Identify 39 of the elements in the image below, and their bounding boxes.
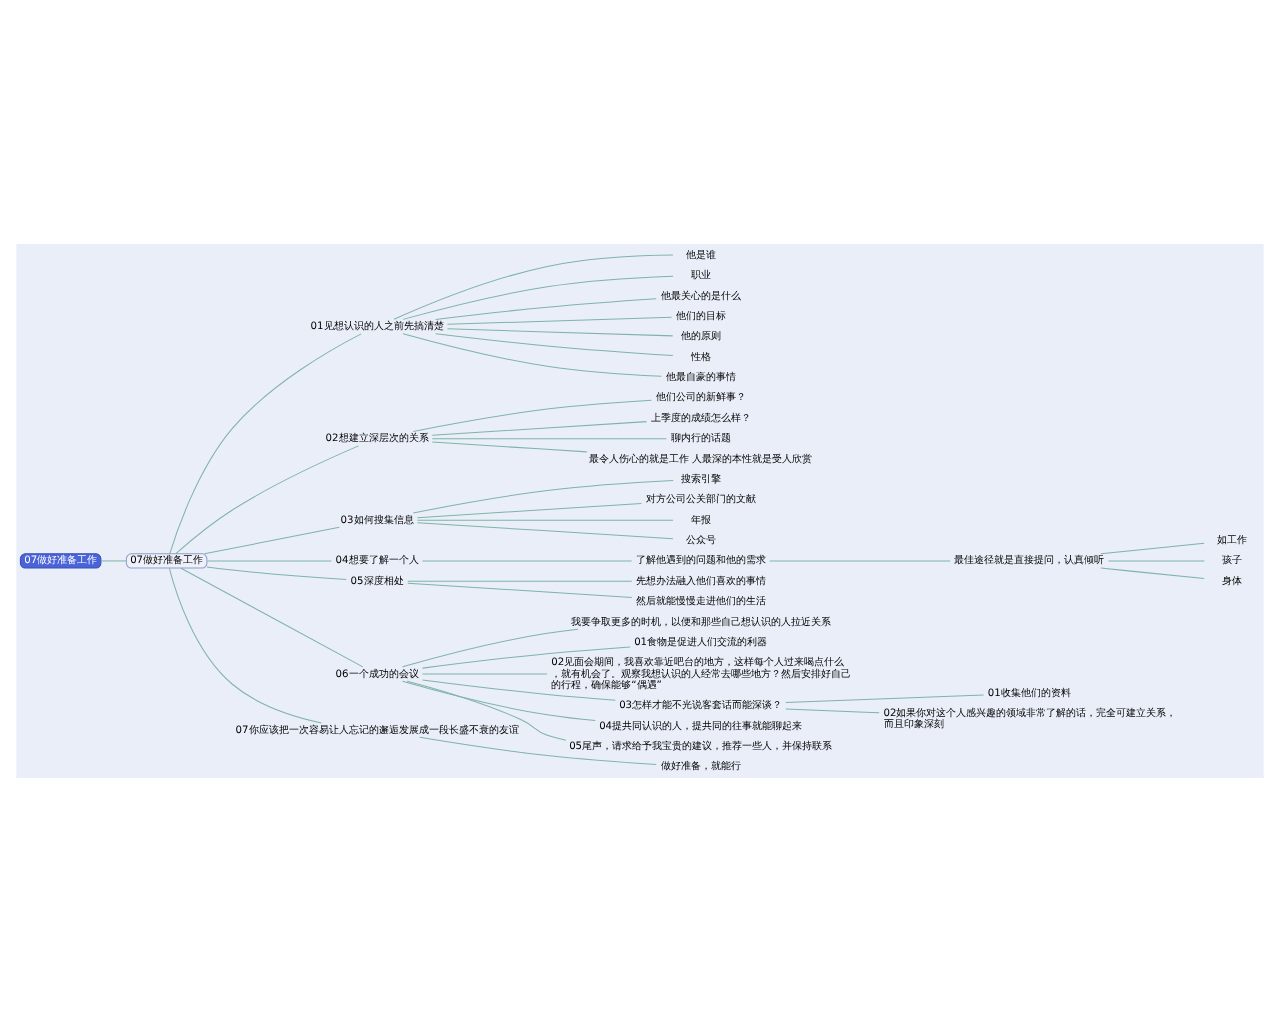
connector: [412, 479, 674, 513]
connector: [169, 332, 362, 554]
connector: [431, 437, 667, 439]
connector: [180, 566, 364, 667]
connector: [402, 627, 579, 667]
connector: [435, 332, 674, 355]
connector: [206, 565, 347, 580]
connector: [422, 678, 616, 700]
connector: [1100, 541, 1205, 554]
connector: [168, 566, 322, 723]
connector: [421, 559, 633, 561]
connector: [175, 444, 360, 554]
connector: [431, 420, 648, 435]
connector: [206, 559, 332, 561]
connector: [785, 707, 880, 713]
connector: [422, 645, 631, 668]
connector: [203, 525, 340, 554]
connector: [100, 559, 127, 561]
connector: [407, 579, 633, 581]
connector: [1108, 559, 1205, 561]
connector: [417, 501, 642, 518]
connector: [419, 735, 657, 764]
connector: [406, 679, 567, 740]
connector: [769, 559, 951, 561]
connector: [412, 398, 652, 431]
connector: [1100, 566, 1205, 579]
connector: [393, 253, 674, 319]
connector: [446, 327, 674, 336]
connector: [407, 581, 633, 597]
connector: [446, 315, 673, 324]
connector: [431, 440, 588, 452]
connector: [417, 518, 674, 520]
connector: [402, 679, 596, 721]
connector: [435, 297, 657, 319]
connector: [417, 521, 674, 539]
connector: [402, 332, 662, 376]
connector: [785, 693, 985, 702]
connector: [402, 274, 674, 319]
connector: [421, 672, 548, 674]
